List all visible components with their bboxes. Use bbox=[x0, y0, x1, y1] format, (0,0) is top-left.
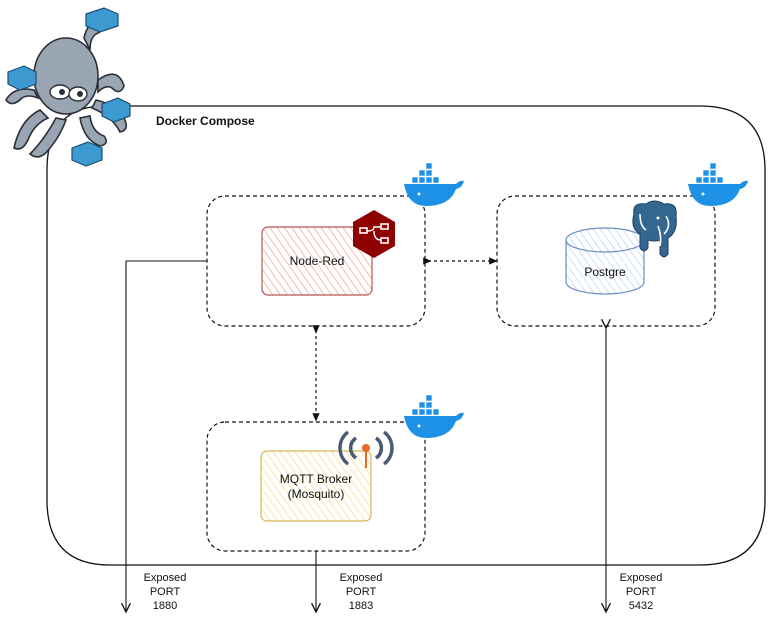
docker-whale-icon bbox=[688, 162, 748, 206]
postgres-database-cylinder[interactable] bbox=[565, 227, 645, 295]
port-5432-number: 5432 bbox=[628, 600, 654, 612]
port-5432-line1: Exposed bbox=[619, 572, 663, 584]
mqtt-label-line1: MQTT Broker bbox=[279, 472, 353, 486]
postgres-label: Postgre bbox=[584, 265, 626, 279]
compose-container bbox=[46, 105, 766, 566]
mqtt-label-line2: (Mosquito) bbox=[287, 487, 345, 501]
node-red-box[interactable] bbox=[261, 226, 373, 296]
broadcast-antenna-icon bbox=[338, 430, 394, 468]
port-1883-line2: PORT bbox=[345, 586, 377, 598]
port-5432-line2: PORT bbox=[625, 586, 657, 598]
port-5432-label: Exposed PORT 5432 bbox=[606, 571, 676, 613]
port-1883-number: 1883 bbox=[348, 600, 374, 612]
node-red-icon bbox=[353, 210, 395, 258]
port-1880-line1: Exposed bbox=[143, 572, 187, 584]
port-1880-number: 1880 bbox=[152, 600, 178, 612]
postgresql-elephant-icon bbox=[632, 200, 677, 258]
port-1883-line1: Exposed bbox=[339, 572, 383, 584]
mqtt-label: MQTT Broker (Mosquito) bbox=[261, 472, 371, 502]
port-1880-line bbox=[126, 260, 207, 612]
docker-whale-icon bbox=[404, 162, 464, 206]
port-1880-line2: PORT bbox=[149, 586, 181, 598]
port-1883-label: Exposed PORT 1883 bbox=[326, 571, 396, 613]
port-1880-label: Exposed PORT 1880 bbox=[130, 571, 200, 613]
mqtt-box[interactable] bbox=[260, 450, 372, 522]
docker-whale-icon bbox=[404, 394, 464, 438]
node-red-label: Node-Red bbox=[289, 254, 345, 268]
compose-title: Docker Compose bbox=[156, 114, 255, 128]
docker-compose-octopus-icon bbox=[5, 7, 131, 167]
